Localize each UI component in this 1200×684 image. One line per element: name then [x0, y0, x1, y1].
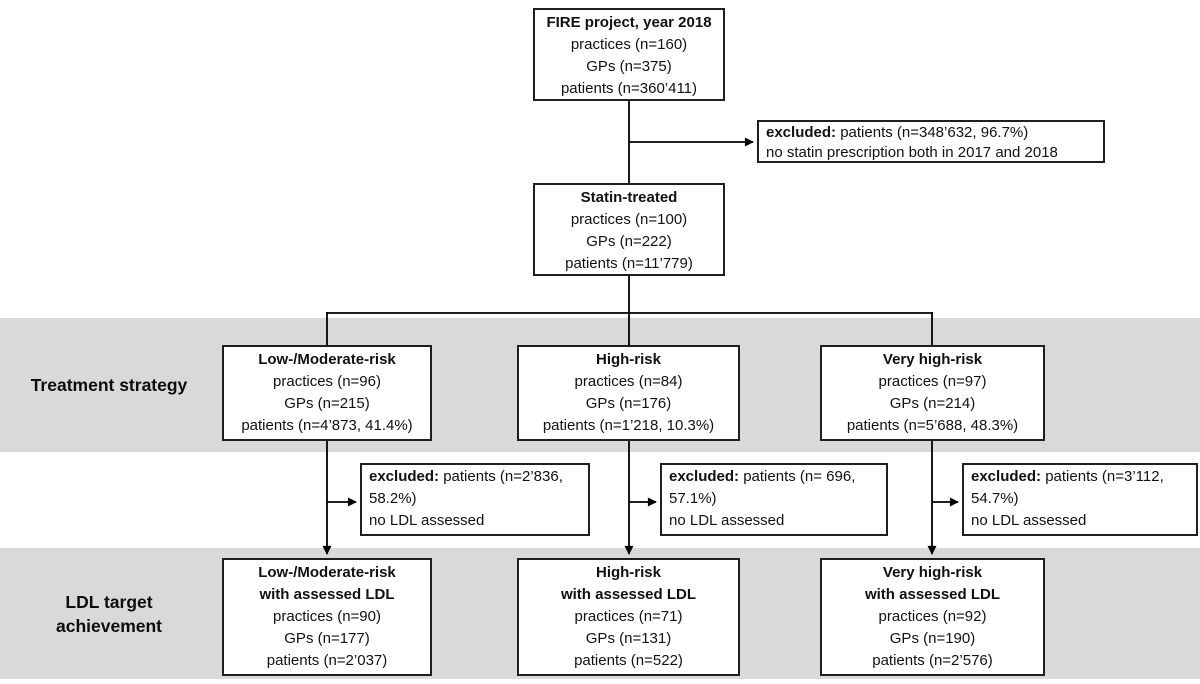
exclusion-low-moderate-line2: 58.2%)	[369, 490, 417, 507]
ldl-target-label-line1: LDL target	[65, 591, 153, 612]
high-risk-patients: patients (n=1’218, 10.3%)	[542, 417, 715, 434]
excluded-label: excluded:	[669, 468, 740, 485]
exclusion-box-no-statin: excluded: patients (n=348’632, 96.7%) no…	[757, 120, 1105, 163]
ldl-low-moderate-gps: GPs (n=177)	[284, 630, 370, 647]
ldl-high-gps: GPs (n=131)	[585, 630, 672, 647]
low-moderate-patients: patients (n=4’873, 41.4%)	[241, 417, 413, 434]
very-high-risk-practices: practices (n=97)	[878, 373, 987, 390]
exclusion-very-high-reason: no LDL assessed	[971, 512, 1087, 529]
ldl-low-moderate-title2: with assessed LDL	[259, 586, 395, 603]
ldl-low-moderate-practices: practices (n=90)	[273, 608, 381, 625]
exclusion-high-reason: no LDL assessed	[669, 512, 785, 529]
ldl-very-high-title2: with assessed LDL	[864, 586, 1001, 603]
excluded-count: patients (n=3’112,	[1041, 468, 1164, 485]
exclusion-box-low-moderate: excluded: patients (n=2’836, 58.2%) no L…	[360, 463, 590, 536]
ldl-high-practices: practices (n=71)	[574, 608, 683, 625]
low-moderate-title: Low-/Moderate-risk	[258, 351, 396, 368]
exclusion-low-moderate-reason: no LDL assessed	[369, 512, 485, 529]
fire-project-box: FIRE project, year 2018 practices (n=160…	[533, 8, 725, 101]
high-risk-gps: GPs (n=176)	[585, 395, 672, 412]
exclusion-low-moderate-line1: excluded: patients (n=2’836,	[369, 466, 582, 488]
exclusion-no-statin-line1: excluded: patients (n=348’632, 96.7%)	[766, 123, 1097, 143]
ldl-very-high-gps: GPs (n=190)	[889, 630, 976, 647]
ldl-box-very-high: Very high-risk with assessed LDL practic…	[820, 558, 1045, 676]
statin-gps: GPs (n=222)	[586, 233, 672, 250]
excluded-label: excluded:	[971, 468, 1042, 485]
statin-treated-title: Statin-treated	[580, 189, 678, 206]
exclusion-very-high-line1: excluded: patients (n=3’112,	[971, 466, 1190, 488]
ldl-very-high-title1: Very high-risk	[882, 564, 983, 581]
excluded-count: patients (n=2’836,	[439, 468, 563, 485]
ldl-box-high: High-risk with assessed LDL practices (n…	[517, 558, 740, 676]
fire-gps: GPs (n=375)	[586, 58, 672, 75]
side-label-ldl-target: LDL target achievement	[0, 548, 218, 679]
ldl-low-moderate-title1: Low-/Moderate-risk	[258, 564, 396, 581]
excluded-count: patients (n= 696,	[739, 468, 856, 485]
ldl-target-label-line2: achievement	[55, 615, 163, 636]
very-high-risk-gps: GPs (n=214)	[889, 395, 976, 412]
exclusion-no-statin-reason: no statin prescription both in 2017 and …	[766, 144, 1058, 161]
risk-box-very-high: Very high-risk practices (n=97) GPs (n=2…	[820, 345, 1045, 441]
exclusion-high-line2: 57.1%)	[669, 490, 717, 507]
low-moderate-practices: practices (n=96)	[273, 373, 381, 390]
ldl-low-moderate-patients: patients (n=2’037)	[266, 652, 388, 669]
exclusion-box-high: excluded: patients (n= 696, 57.1%) no LD…	[660, 463, 888, 536]
fire-project-title: FIRE project, year 2018	[546, 14, 712, 31]
treatment-strategy-label: Treatment strategy	[30, 375, 188, 395]
exclusion-box-very-high: excluded: patients (n=3’112, 54.7%) no L…	[962, 463, 1198, 536]
statin-treated-box: Statin-treated practices (n=100) GPs (n=…	[533, 183, 725, 276]
exclusion-very-high-line2: 54.7%)	[971, 490, 1019, 507]
low-moderate-gps: GPs (n=215)	[284, 395, 370, 412]
ldl-high-title2: with assessed LDL	[560, 586, 697, 603]
fire-patients: patients (n=360’411)	[560, 80, 698, 97]
high-risk-practices: practices (n=84)	[574, 373, 683, 390]
side-label-treatment-strategy: Treatment strategy	[0, 318, 218, 452]
statin-practices: practices (n=100)	[570, 211, 688, 228]
very-high-risk-patients: patients (n=5’688, 48.3%)	[846, 417, 1019, 434]
excluded-label: excluded:	[369, 468, 440, 485]
ldl-very-high-practices: practices (n=92)	[878, 608, 987, 625]
exclusion-high-line1: excluded: patients (n= 696,	[669, 466, 880, 488]
high-risk-title: High-risk	[595, 351, 661, 368]
ldl-very-high-patients: patients (n=2’576)	[872, 652, 993, 669]
risk-box-low-moderate: Low-/Moderate-risk practices (n=96) GPs …	[222, 345, 432, 441]
excluded-label: excluded:	[766, 124, 837, 141]
ldl-high-title1: High-risk	[595, 564, 661, 581]
risk-box-high: High-risk practices (n=84) GPs (n=176) p…	[517, 345, 740, 441]
excluded-count: patients (n=348’632, 96.7%)	[836, 124, 1029, 141]
ldl-box-low-moderate: Low-/Moderate-risk with assessed LDL pra…	[222, 558, 432, 676]
ldl-high-patients: patients (n=522)	[574, 652, 683, 669]
fire-practices: practices (n=160)	[570, 36, 688, 53]
statin-patients: patients (n=11’779)	[565, 255, 693, 272]
very-high-risk-title: Very high-risk	[882, 351, 983, 368]
